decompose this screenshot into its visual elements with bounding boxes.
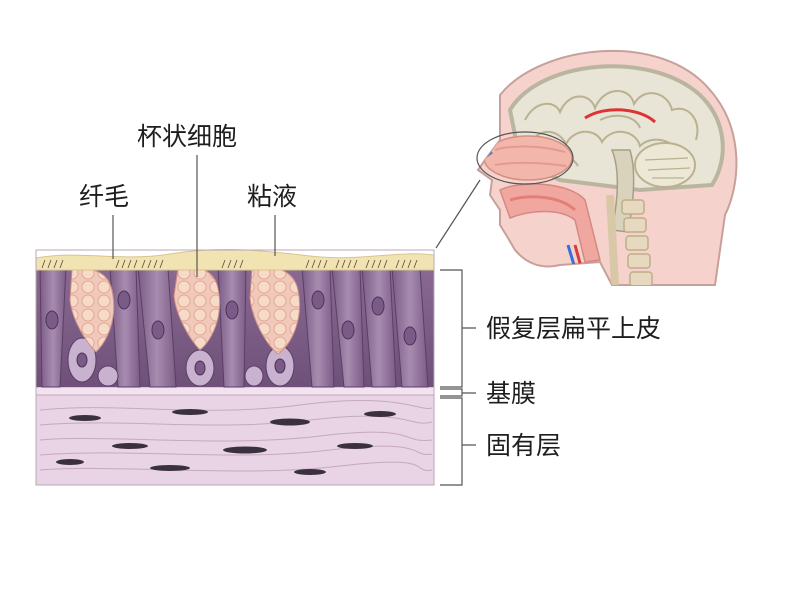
epithelium-bracket	[440, 269, 476, 388]
head-section	[476, 49, 738, 286]
goblet-cell-label: 杯状细胞	[137, 122, 238, 151]
basement-membrane-label: 基膜	[486, 379, 537, 408]
basement-membrane-layer	[35, 386, 435, 396]
mucus-label: 粘液	[247, 182, 298, 211]
cilia-label: 纤毛	[79, 182, 130, 211]
lamina-propria-label: 固有层	[486, 431, 562, 460]
callout-line	[435, 179, 481, 249]
mucus-layer	[35, 249, 435, 271]
mucosa-tissue-block	[35, 249, 435, 486]
lamina-propria-bracket	[440, 397, 476, 486]
basement-membrane-bracket	[440, 388, 476, 397]
goblet-cells	[69, 266, 301, 355]
fibroblast-nuclei	[56, 409, 396, 475]
cell-nuclei	[45, 290, 417, 376]
cilia-brush	[41, 259, 418, 269]
pseudostratified-epithelium-label: 假复层扁平上皮	[486, 314, 662, 343]
